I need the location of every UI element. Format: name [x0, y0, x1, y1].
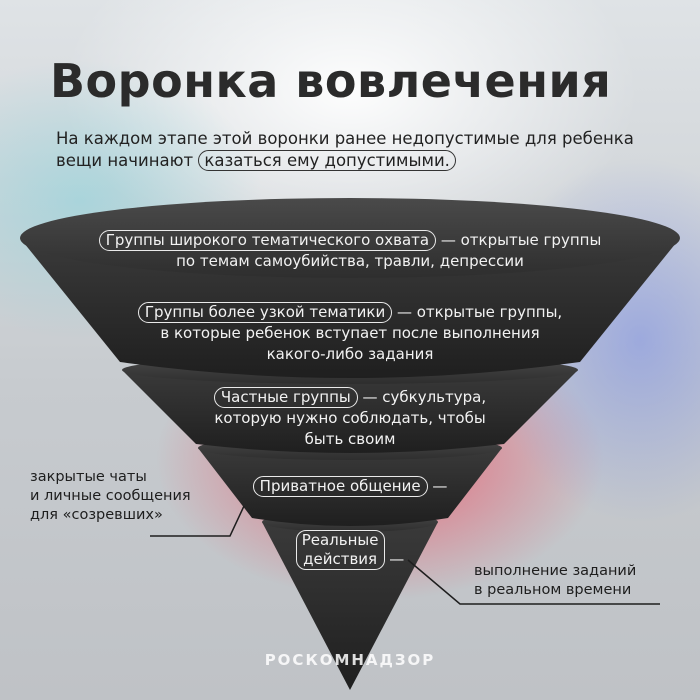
stage-2-description-2: в которые ребенок вступает после выполне…	[160, 324, 540, 342]
page-subtitle: На каждом этапе этой воронки ранее недоп…	[56, 128, 656, 172]
stage-3-label: Частные группы	[213, 387, 358, 408]
stage-2-label: Группы более узкой тематики	[137, 302, 393, 323]
stage-4-label: Приватное общение	[252, 476, 428, 497]
stage-1-text: Группы широкого тематического охвата — о…	[40, 230, 660, 272]
subtitle-text: На каждом этапе этой воронки ранее недоп…	[56, 129, 634, 170]
stage-2-description-1: — открытые группы,	[396, 303, 563, 321]
stage-3-description-3: быть своим	[304, 430, 396, 448]
stage-2-text: Группы более узкой тематики — открытые г…	[80, 302, 620, 365]
stage-5-label-1: Реальные	[301, 531, 379, 549]
stage-3-description-2: которую нужно соблюдать, чтобы	[214, 409, 486, 427]
funnel-segment-3	[122, 370, 578, 453]
stage-1-label: Группы широкого тематического охвата	[98, 230, 437, 251]
funnel-segment-1-top	[20, 198, 680, 278]
stage-5-label-2: действия	[303, 550, 378, 568]
page-title: Воронка вовлечения	[50, 54, 612, 108]
stage-4-description-1: —	[432, 477, 448, 495]
stage-3-text: Частные группы — субкультура, которую ну…	[150, 387, 550, 450]
left-note-3: для «созревших»	[30, 507, 163, 523]
left-note-2: и личные сообщения	[30, 488, 191, 504]
funnel-segment-1-2	[20, 238, 680, 378]
right-leader-line	[407, 559, 660, 605]
stage-4-text: Приватное общение —	[200, 476, 500, 497]
subtitle-highlight: казаться ему допустимыми.	[198, 150, 456, 171]
stage-5-description-1: —	[389, 550, 405, 568]
left-note-1: закрытые чаты	[30, 469, 147, 485]
left-leader-line	[150, 505, 245, 537]
right-side-note: выполнение заданий в реальном времени	[474, 562, 694, 600]
stage-5-text: Реальные действия —	[270, 530, 430, 570]
stage-2-description-3: какого-либо задания	[266, 345, 434, 363]
right-note-1: выполнение заданий	[474, 563, 637, 579]
stage-1-description-2: по темам самоубийства, травли, депрессии	[176, 252, 524, 270]
stage-3-description-1: — субкультура,	[362, 388, 487, 406]
brand-logo: РОСКОМНАДЗОР	[264, 651, 436, 669]
funnel-segment-4	[198, 448, 502, 526]
stage-5-label: Реальные действия	[295, 530, 385, 570]
funnel-segment-5	[262, 522, 438, 690]
left-side-note: закрытые чаты и личные сообщения для «со…	[30, 468, 260, 525]
right-note-2: в реальном времени	[474, 582, 632, 598]
stage-1-description-1: — открытые группы	[440, 231, 602, 249]
